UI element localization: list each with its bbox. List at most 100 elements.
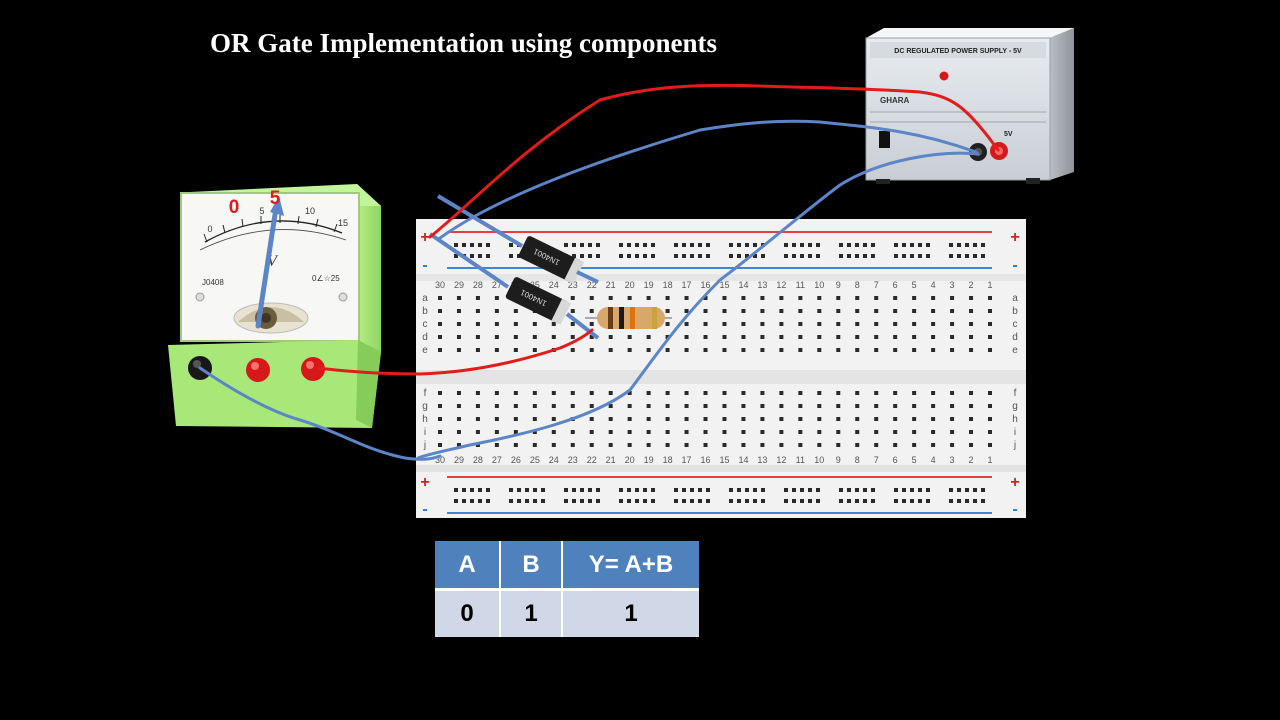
column-number: 10 (814, 455, 824, 465)
output-voltage-label: 5V (1004, 131, 1013, 138)
row-letter: f (1014, 388, 1017, 399)
column-number: 28 (473, 455, 483, 465)
column-number: 22 (587, 455, 597, 465)
column-number: 23 (568, 455, 578, 465)
dial-tick-15: 15 (338, 218, 348, 228)
row-letter: g (422, 401, 428, 412)
column-number: 11 (796, 455, 805, 465)
rail-minus-top-left: - (422, 257, 427, 274)
column-number: 1 (987, 280, 992, 290)
row-letter: c (423, 319, 428, 330)
meter-terminal-mid[interactable] (246, 358, 270, 382)
column-number: 9 (836, 280, 841, 290)
column-number: 13 (757, 280, 767, 290)
column-number: 29 (454, 455, 464, 465)
rail-minus-bottom-left: - (422, 501, 427, 518)
meter-zero-marker: 0 (229, 197, 240, 218)
wires (198, 83, 1000, 461)
page-title: OR Gate Implementation using components (210, 28, 718, 58)
red-wire-output-to-meter (316, 328, 594, 376)
column-number: 19 (644, 455, 654, 465)
column-number: 20 (625, 455, 635, 465)
dial-tick-5: 5 (259, 206, 264, 216)
column-number: 8 (855, 280, 860, 290)
column-number: 16 (701, 455, 711, 465)
column-number: 14 (738, 280, 748, 290)
dial-tick-0: 0 (207, 224, 212, 234)
column-number: 21 (606, 280, 616, 290)
cell-b: 1 (500, 589, 563, 637)
voltmeter: 0 5 10 15 V J0408 0∠☆25 (168, 184, 381, 428)
meter-model: J0408 (202, 278, 224, 287)
cell-a: 0 (435, 589, 501, 637)
header-a: A (435, 541, 501, 591)
column-number: 24 (549, 280, 559, 290)
zero-adjust-screw[interactable] (233, 302, 309, 334)
column-number: 2 (969, 455, 974, 465)
row-letter: g (1012, 401, 1018, 412)
red-wire-psu-to-anodes (428, 83, 1000, 239)
column-number: 14 (738, 455, 748, 465)
column-number: 11 (796, 280, 805, 290)
row-letter: b (422, 306, 428, 317)
column-number: 19 (644, 280, 654, 290)
psu-negative-terminal[interactable] (969, 143, 987, 161)
column-number: 4 (931, 455, 936, 465)
column-number: 4 (931, 280, 936, 290)
rail-plus-bottom-right: + (1010, 474, 1019, 491)
column-number: 7 (874, 455, 879, 465)
power-switch[interactable] (879, 131, 890, 148)
column-number: 5 (912, 280, 917, 290)
column-number: 15 (719, 280, 729, 290)
blue-wire-psu-ground-long (416, 151, 980, 460)
resistor[interactable] (585, 307, 672, 329)
meter-range-mark: 0∠☆25 (312, 274, 340, 283)
truth-table-header-row: A B Y= A+B (435, 541, 699, 591)
power-supply: DC REGULATED POWER SUPPLY - 5V GHARA 5V (865, 28, 1074, 184)
column-number: 8 (855, 455, 860, 465)
blue-wire-psu-ground-top (438, 119, 978, 240)
row-letter: c (1013, 319, 1018, 330)
column-number: 21 (606, 455, 616, 465)
column-number: 17 (682, 280, 692, 290)
column-number: 28 (473, 280, 483, 290)
rail-plus-bottom-left: + (420, 474, 429, 491)
column-number: 22 (587, 280, 597, 290)
header-b: B (500, 541, 563, 591)
row-letter: a (422, 293, 428, 304)
row-letter: e (422, 345, 428, 356)
column-number: 10 (814, 280, 824, 290)
column-number: 25 (530, 455, 540, 465)
column-number: 3 (950, 455, 955, 465)
power-supply-label: DC REGULATED POWER SUPPLY - 5V (894, 48, 1022, 55)
rail-plus-top-right: + (1010, 229, 1019, 246)
header-y: Y= A+B (562, 541, 699, 591)
row-letter: b (1012, 306, 1018, 317)
dial-tick-10: 10 (305, 206, 315, 216)
column-number: 7 (874, 280, 879, 290)
blue-wire-meter-common (198, 366, 442, 461)
column-number: 13 (757, 455, 767, 465)
rail-plus-top-left: + (420, 229, 429, 246)
column-number: 6 (893, 280, 898, 290)
breadboard-holes (438, 243, 992, 503)
column-number: 24 (549, 455, 559, 465)
column-number: 3 (950, 280, 955, 290)
rail-minus-bottom-right: - (1012, 501, 1017, 518)
column-number: 17 (682, 455, 692, 465)
cell-y: 1 (562, 589, 699, 637)
meter-positive-terminal[interactable] (301, 357, 325, 381)
meter-needle (255, 205, 279, 329)
column-number: 1 (987, 455, 992, 465)
column-number: 5 (912, 455, 917, 465)
diode-d2[interactable]: 1N4001 (505, 276, 572, 325)
truth-table: A B Y= A+B 0 1 1 (435, 541, 699, 637)
power-supply-brand: GHARA (880, 96, 910, 105)
column-number: 20 (625, 280, 635, 290)
table-row: 0 1 1 (435, 589, 699, 637)
row-letter: d (422, 332, 428, 343)
diode-d1[interactable]: 1N4001 (518, 235, 585, 284)
column-number: 15 (719, 455, 729, 465)
breadboard: + + - - + + - - 303029292828272726262525… (416, 219, 1026, 518)
row-letter: f (424, 388, 427, 399)
